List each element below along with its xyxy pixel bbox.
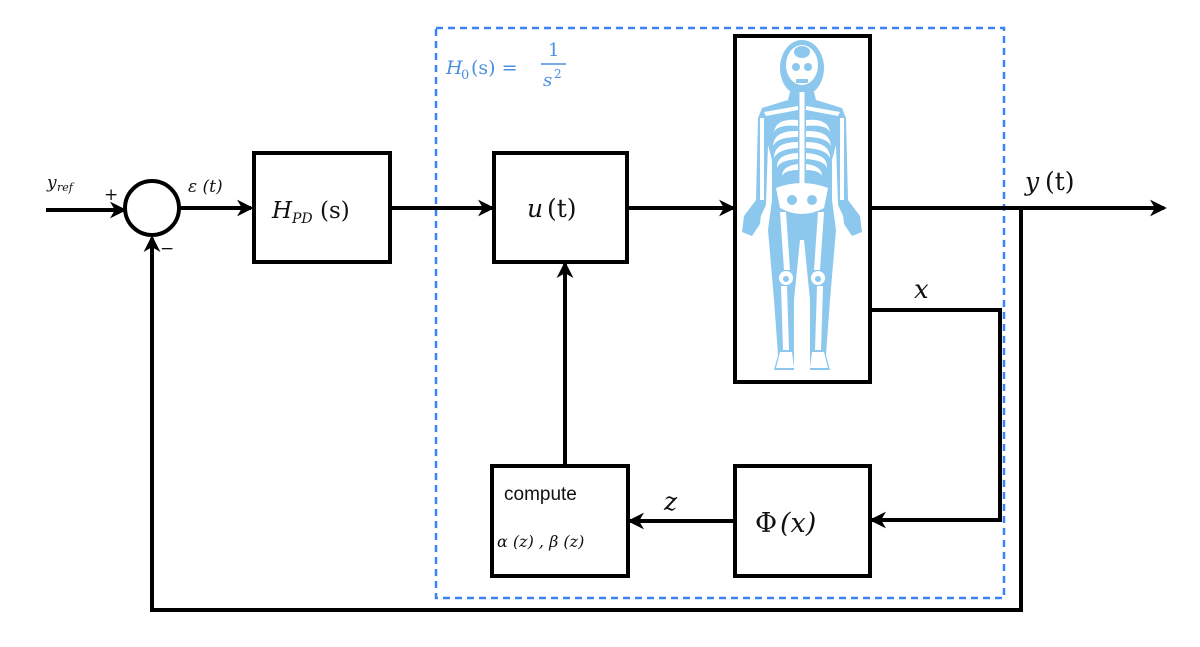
state-signal-label: x: [914, 275, 929, 305]
plus-sign: +: [104, 185, 118, 205]
feature-block-label: Φ (x): [755, 508, 816, 539]
minus-sign: −: [160, 239, 174, 259]
compute-block: [490, 464, 630, 578]
error-signal-label: ε (t): [188, 177, 223, 197]
controller-label-main: H: [271, 198, 293, 224]
reference-input-label: y ref: [46, 173, 75, 194]
reference-label-sub: ref: [57, 181, 75, 194]
input-label-main: u: [527, 194, 543, 223]
controller-block: [252, 151, 392, 264]
reference-label-main: y: [46, 173, 57, 193]
compute-label-title: compute: [504, 484, 577, 505]
output-label-main: y: [1024, 167, 1040, 196]
output-label: y (t): [1024, 167, 1075, 196]
region-label-denominator-exp: 2: [554, 67, 562, 81]
input-label-arg: (t): [547, 194, 577, 223]
plant-region-label: H 0 (s) = 1 s 2: [445, 40, 566, 91]
controller-label-arg: (s): [320, 198, 350, 224]
controller-label-sub: PD: [291, 211, 313, 227]
region-label-sub: 0: [461, 68, 469, 83]
feature-label-arg: (x): [780, 508, 816, 539]
region-label-denominator: s: [543, 70, 552, 91]
human-skeleton-icon: [742, 40, 862, 370]
input-block-label: u (t): [527, 194, 577, 223]
compute-label-alpha-beta: α (z) , β (z): [497, 532, 584, 551]
feature-block: [733, 464, 872, 578]
region-label-h: H: [445, 57, 463, 79]
state-signal-arrow: [869, 308, 1002, 529]
summing-junction: [123, 179, 181, 237]
region-label-arg: (s) =: [471, 57, 518, 79]
plant-region-dashed-border: [434, 26, 1006, 600]
region-label-numerator: 1: [548, 40, 559, 61]
controller-block-label: H PD (s): [271, 198, 350, 227]
output-label-arg: (t): [1045, 167, 1075, 196]
feedback-path-arrow: [143, 208, 1023, 612]
feature-label-phi: Φ: [755, 508, 777, 539]
feature-signal-label: z: [663, 487, 678, 516]
